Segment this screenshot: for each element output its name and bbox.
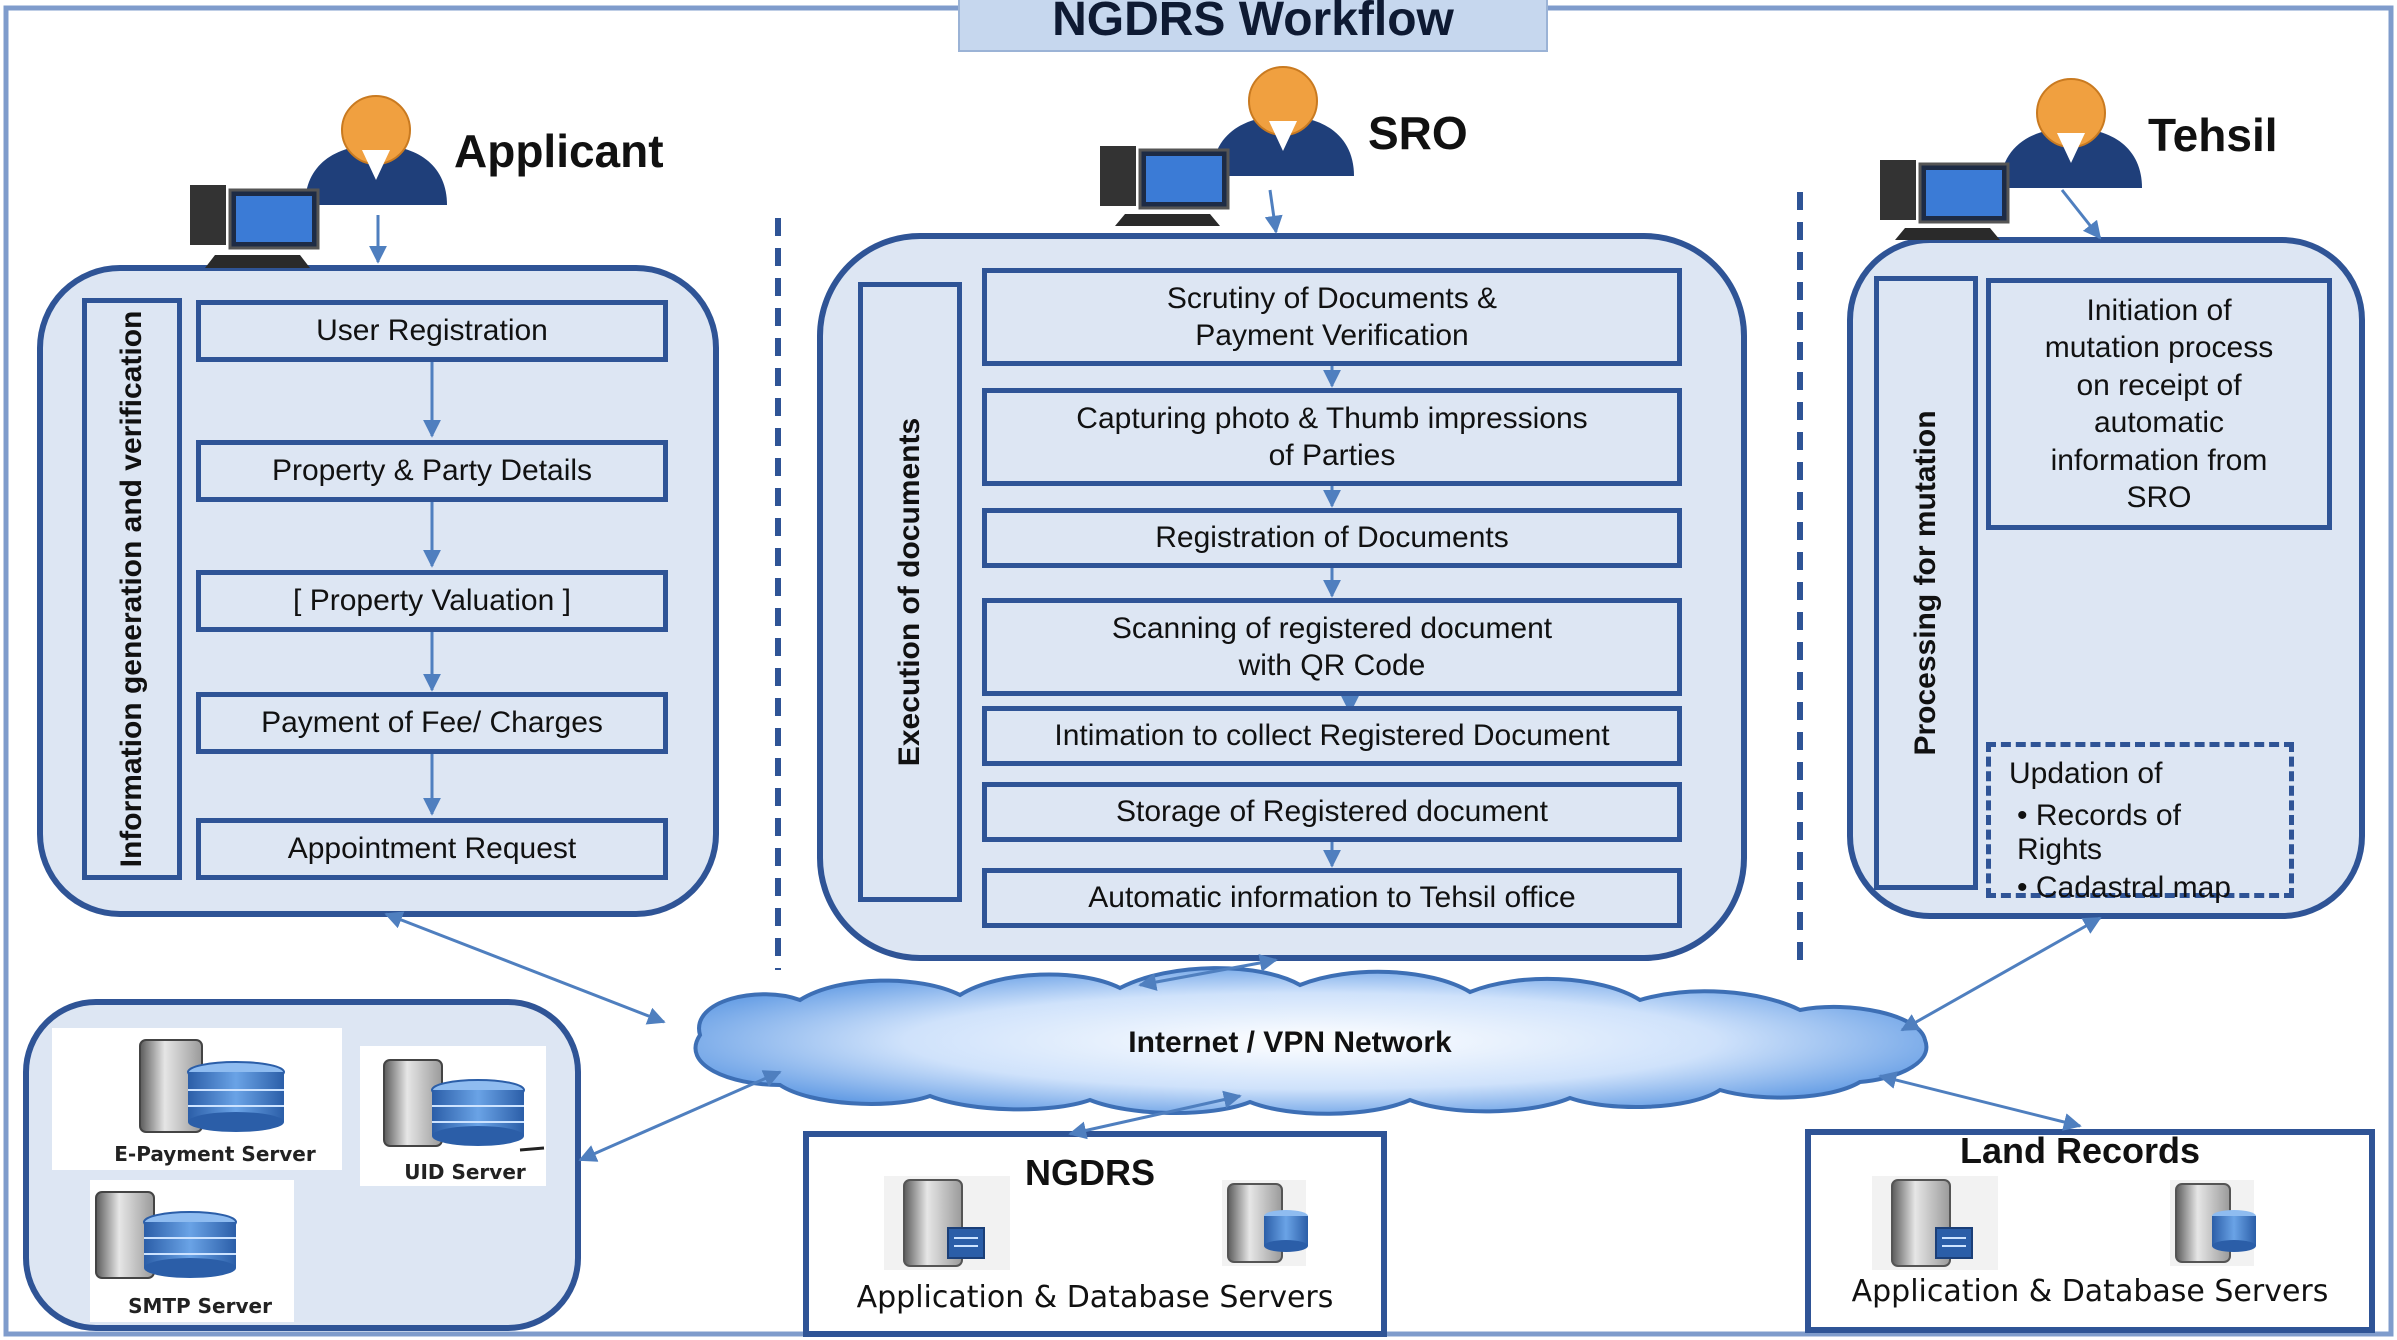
tehsil-computer-icon [1880,160,2010,240]
sro-step-5: Intimation to collect Registered Documen… [982,706,1682,766]
diagram-title: NGDRS Workflow [1052,0,1454,46]
sro-step-1: Scrutiny of Documents & Payment Verifica… [982,268,1682,366]
sro-side-label: Execution of documents [893,417,926,767]
actor-tehsil-label: Tehsil [2148,109,2278,161]
diagram-title-box: NGDRS Workflow [958,0,1548,52]
network-label: Internet / VPN Network [1128,1026,1452,1059]
actor-sro-label: SRO [1368,107,1468,159]
applicant-step-4: Payment of Fee/ Charges [196,692,668,754]
updation-list: Records of Rights Cadastral map [2009,799,2271,905]
sro-step-4: Scanning of registered document with QR … [982,598,1682,696]
land-records-db-server-icon [2170,1180,2256,1266]
ngdrs-db-server-icon [1222,1180,1308,1266]
sro-person-icon [1212,66,1354,176]
uid-server-label: UID Server [404,1160,526,1184]
applicant-step-3: [ Property Valuation ] [196,570,668,632]
updation-title: Updation of [2009,757,2163,790]
land-records-app-server-icon [1872,1176,1998,1270]
uid-server-icon [360,1046,546,1186]
tehsil-updation-box: Updation of Records of Rights Cadastral … [1986,742,2294,904]
land-records-group-caption: Application & Database Servers [1851,1274,2329,1309]
smtp-server-label: SMTP Server [128,1294,272,1318]
applicant-computer-icon [190,185,320,268]
tehsil-side-label-box: Processing for mutation [1874,276,1978,890]
ngdrs-app-server-icon [884,1176,1010,1270]
applicant-side-label-box: Information generation and verification [82,298,182,880]
smtp-server-icon [90,1180,294,1322]
tehsil-person-icon [2000,78,2142,188]
sro-step-7: Automatic information to Tehsil office [982,868,1682,928]
applicant-step-1: User Registration [196,300,668,362]
sro-computer-icon [1100,146,1230,226]
arrow-sro-in [1264,189,1283,234]
land-records-servers-box [1805,1129,2375,1333]
updation-item-cadastral: Cadastral map [2017,871,2271,905]
tehsil-side-label: Processing for mutation [1909,410,1942,756]
applicant-step-5: Appointment Request [196,818,668,880]
network-arrows [384,911,2102,1162]
applicant-person-icon [305,95,447,205]
sro-step-6: Storage of Registered document [982,782,1682,842]
sro-side-label-box: Execution of documents [858,282,962,902]
applicant-step-2: Property & Party Details [196,440,668,502]
updation-item-records: Records of Rights [2017,799,2271,867]
applicant-side-label: Information generation and verification [115,310,148,868]
epayment-server-label: E-Payment Server [114,1142,316,1166]
actor-applicant-label: Applicant [454,125,664,177]
ngdrs-group-caption: Application & Database Servers [856,1280,1334,1315]
sro-step-3: Registration of Documents [982,508,1682,568]
tehsil-initiation-box: Initiation of mutation process on receip… [1986,278,2332,530]
arrow-tehsil-in [2060,189,2102,240]
epayment-server-icon [52,1028,342,1170]
sro-step-2: Capturing photo & Thumb impressions of P… [982,388,1682,486]
ngdrs-group-title: NGDRS [1024,1152,1155,1193]
land-records-group-title: Land Records [1959,1130,2201,1171]
